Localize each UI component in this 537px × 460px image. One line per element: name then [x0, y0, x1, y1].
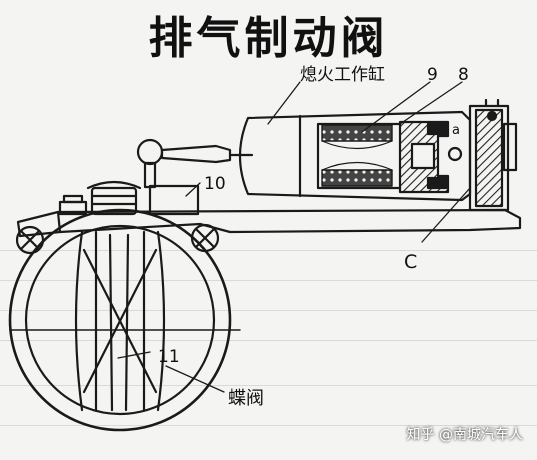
shaft-spring	[58, 180, 142, 216]
label-a: a	[452, 123, 460, 138]
label-9: 9	[427, 65, 438, 85]
bg-line	[0, 385, 537, 386]
label-8: 8	[458, 65, 469, 85]
cylinder-spring	[321, 124, 393, 187]
air-port-a	[426, 122, 448, 190]
bg-line	[0, 280, 537, 281]
label-c: C	[404, 251, 417, 273]
bg-line	[0, 340, 537, 341]
bg-line	[0, 425, 537, 426]
leader-lines	[117, 81, 471, 393]
end-block	[468, 98, 518, 212]
bg-line	[0, 310, 537, 311]
cylinder-piston	[398, 120, 463, 194]
valve-body	[8, 208, 522, 432]
label-10: 10	[204, 174, 226, 194]
watermark: 知乎 @南城汽车人	[406, 427, 523, 443]
diagram-title: 排气制动阀	[148, 13, 389, 64]
label-11: 11	[158, 347, 180, 367]
bg-line	[0, 250, 537, 251]
label-cylinder: 熄火工作缸	[300, 64, 385, 85]
butterfly-disc	[9, 230, 241, 412]
lever-arm	[136, 138, 254, 216]
label-butterfly-valve: 蝶阀	[228, 388, 264, 409]
